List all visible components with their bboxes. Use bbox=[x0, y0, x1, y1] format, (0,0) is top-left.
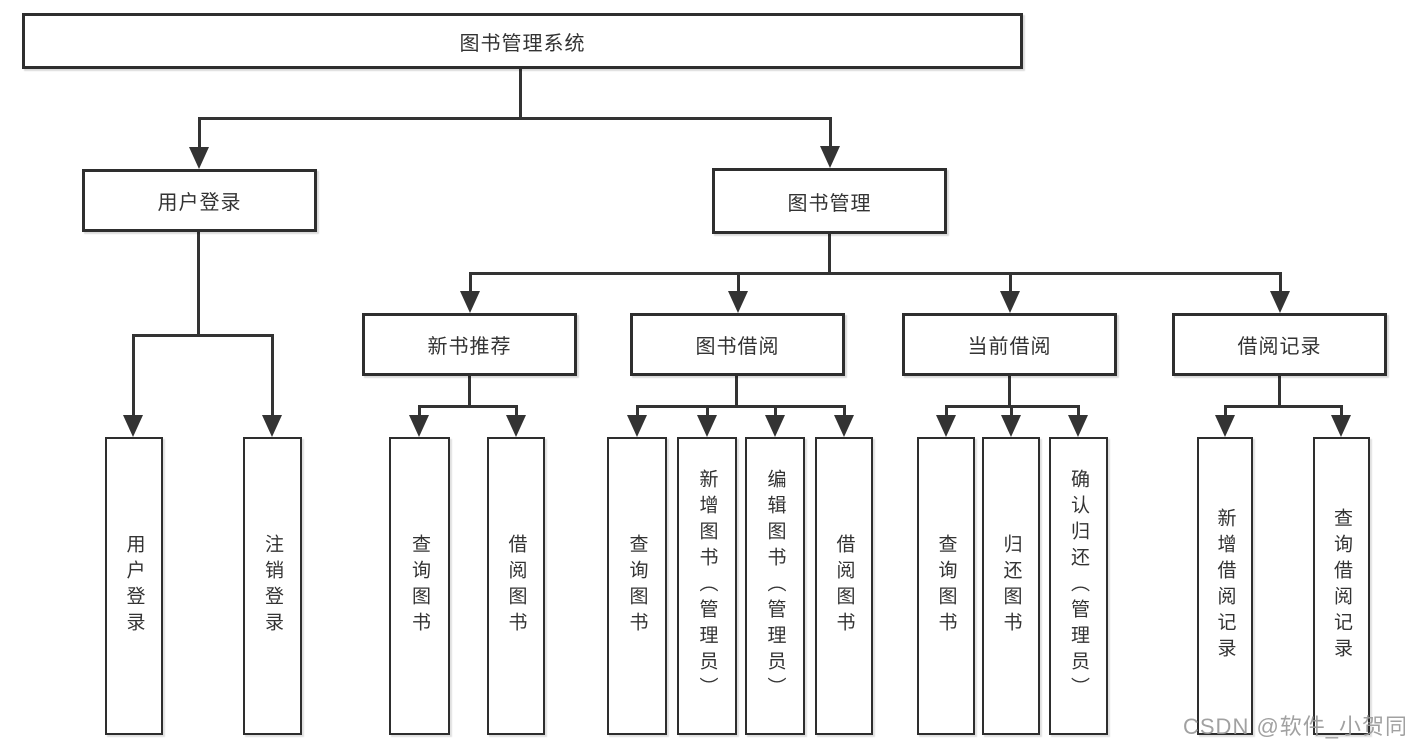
connector-user-login-stub bbox=[197, 232, 200, 336]
csdn-watermark: CSDN @软件_小贺同学 bbox=[1183, 714, 1405, 739]
connector-book-mgmt-hline bbox=[469, 272, 1281, 275]
node-new-book-recommend: 新书推荐 bbox=[362, 313, 577, 376]
node-current-borrowing: 当前借阅 bbox=[902, 313, 1117, 376]
arrow-to-cb-query-books bbox=[936, 405, 956, 437]
node-book-borrowing: 图书借阅 bbox=[630, 313, 845, 376]
node-library-management-system: 图书管理系统 bbox=[22, 13, 1023, 69]
leaf-logout: 注销登录 bbox=[243, 437, 302, 735]
arrow-to-cb-return-books bbox=[1001, 405, 1021, 437]
connector-book-mgmt-stub bbox=[828, 234, 831, 275]
arrow-to-book-mgmt bbox=[820, 117, 840, 168]
arrow-to-user-login bbox=[189, 117, 209, 169]
arrow-to-nb-borrow-books bbox=[506, 405, 526, 437]
leaf-label: 借阅图书 bbox=[505, 534, 527, 638]
arrow-to-leaf-logout bbox=[262, 334, 282, 437]
leaf-label: 确认归还（管理员） bbox=[1068, 469, 1089, 703]
leaf-bb-add-books-admin: 新增图书（管理员） bbox=[677, 437, 737, 735]
leaf-br-add-borrow-record: 新增借阅记录 bbox=[1197, 437, 1253, 735]
leaf-bb-edit-books-admin: 编辑图书（管理员） bbox=[745, 437, 805, 735]
arrow-to-bb-add-books bbox=[697, 405, 717, 437]
leaf-nb-borrow-books: 借阅图书 bbox=[487, 437, 545, 735]
leaf-label: 用户登录 bbox=[123, 534, 145, 638]
leaf-cb-confirm-return-admin: 确认归还（管理员） bbox=[1049, 437, 1108, 735]
node-label: 图书借阅 bbox=[695, 336, 780, 358]
leaf-label: 查询图书 bbox=[626, 534, 648, 638]
connector-new-book-stub bbox=[468, 376, 471, 407]
connector-current-borrow-stub bbox=[1008, 376, 1011, 407]
arrow-to-bb-borrow-books bbox=[834, 405, 854, 437]
node-label: 图书管理 bbox=[787, 192, 872, 215]
arrow-to-br-add-record bbox=[1215, 405, 1235, 437]
leaf-label: 查询借阅记录 bbox=[1331, 508, 1352, 664]
arrow-to-current-borrow bbox=[1000, 272, 1020, 313]
leaf-nb-query-books: 查询图书 bbox=[389, 437, 450, 735]
node-label: 用户登录 bbox=[157, 192, 242, 214]
arrow-to-cb-confirm-return bbox=[1068, 405, 1088, 437]
arrow-to-book-borrow bbox=[728, 272, 748, 313]
connector-borrow-record-stub bbox=[1278, 376, 1281, 407]
node-label: 新书推荐 bbox=[427, 336, 512, 358]
arrow-to-bb-query-books bbox=[627, 405, 647, 437]
node-label: 图书管理系统 bbox=[459, 32, 586, 55]
leaf-bb-borrow-books: 借阅图书 bbox=[815, 437, 873, 735]
leaf-bb-query-books: 查询图书 bbox=[607, 437, 667, 735]
connector-new-book-hline bbox=[418, 405, 518, 408]
leaf-user-login: 用户登录 bbox=[105, 437, 163, 735]
node-borrowing-records: 借阅记录 bbox=[1172, 313, 1387, 376]
leaf-label: 查询图书 bbox=[935, 534, 957, 638]
leaf-label: 编辑图书（管理员） bbox=[764, 469, 786, 703]
connector-user-login-hline bbox=[132, 334, 274, 337]
leaf-cb-query-books: 查询图书 bbox=[917, 437, 975, 735]
node-user-login: 用户登录 bbox=[82, 169, 317, 232]
leaf-label: 新增借阅记录 bbox=[1214, 508, 1236, 664]
leaf-cb-return-books: 归还图书 bbox=[982, 437, 1040, 735]
arrow-to-borrow-record bbox=[1270, 272, 1290, 313]
leaf-label: 查询图书 bbox=[409, 534, 430, 638]
node-label: 借阅记录 bbox=[1237, 336, 1322, 358]
node-book-management: 图书管理 bbox=[712, 168, 947, 234]
arrow-to-br-query-record bbox=[1331, 405, 1351, 437]
arrow-to-nb-query-books bbox=[409, 405, 429, 437]
leaf-label: 新增图书（管理员） bbox=[696, 469, 718, 703]
arrow-to-new-book bbox=[460, 272, 480, 313]
connector-root-stub bbox=[519, 69, 522, 117]
connector-book-borrow-stub bbox=[735, 376, 738, 407]
leaf-label: 注销登录 bbox=[262, 534, 283, 638]
arrow-to-leaf-user-login bbox=[123, 334, 143, 437]
node-label: 当前借阅 bbox=[967, 336, 1052, 358]
arrow-to-bb-edit-books bbox=[765, 405, 785, 437]
connector-root-hline bbox=[198, 117, 832, 120]
connector-borrow-record-hline bbox=[1224, 405, 1342, 408]
leaf-br-query-borrow-record: 查询借阅记录 bbox=[1313, 437, 1370, 735]
leaf-label: 归还图书 bbox=[1000, 534, 1022, 638]
leaf-label: 借阅图书 bbox=[833, 534, 855, 638]
connector-book-borrow-hline bbox=[636, 405, 845, 408]
